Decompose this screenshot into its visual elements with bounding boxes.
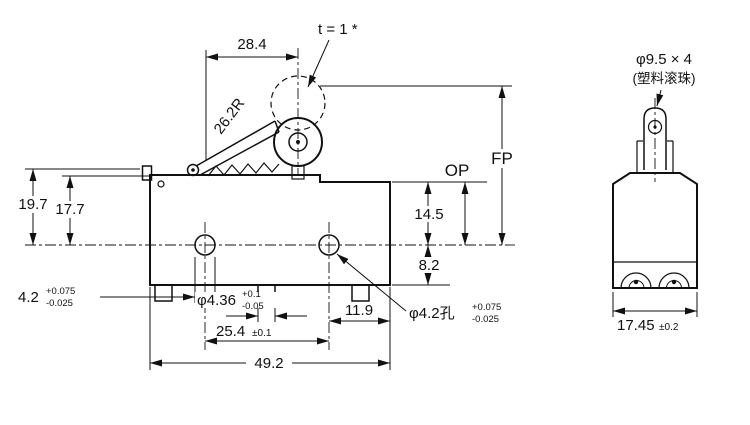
side-roller-pin-center xyxy=(653,125,657,129)
side-roller-pin xyxy=(647,119,663,135)
body-detail-hole xyxy=(157,180,165,188)
dim-19-7-bg xyxy=(11,196,55,213)
side-terminal-dot-left xyxy=(633,279,639,285)
body-left-ear xyxy=(141,165,153,181)
dim-4-2-hole-tol-plus: +0.075 xyxy=(472,302,501,313)
dim-25-4-value: 25.4 xyxy=(216,323,245,340)
dim-14-5-bg xyxy=(409,206,449,222)
dim-4-36-tol-minus: -0.05 xyxy=(242,301,264,312)
dim-28-4: 28.4 xyxy=(237,36,266,53)
dim-4-2-value: 4.2 xyxy=(18,289,39,306)
side-view: φ9.5 × 4 (塑料滚珠) 17.45 ±0.2 xyxy=(612,51,698,334)
leader-t1 xyxy=(307,39,330,88)
dim-8-2: 8.2 xyxy=(419,257,440,274)
dim-17-7-bg xyxy=(48,201,92,218)
side-terminal-dot-right xyxy=(671,279,677,285)
dim-17-7: 17.7 xyxy=(55,201,84,218)
side-terminal-bump-right xyxy=(658,272,690,289)
dim-11-9: 11.9 xyxy=(345,302,373,319)
dim-4-36-value: φ4.36 xyxy=(197,292,236,309)
roller-spec-label: φ9.5 × 4 xyxy=(636,51,692,68)
dim-14-5: 14.5 xyxy=(414,206,443,223)
side-terminal-bump-left xyxy=(620,272,652,289)
dim-8-2-bg xyxy=(412,257,446,273)
roller-pin-circle xyxy=(288,132,308,152)
dim-17-45-value: 17.45 xyxy=(617,317,655,334)
right-mounting-hole xyxy=(318,234,340,256)
leader-roller-label xyxy=(656,89,664,107)
dim-fp-bg xyxy=(486,149,518,168)
lever-upper-edge xyxy=(196,120,276,167)
dim-lever-thickness: t = 1 * xyxy=(318,21,358,38)
roller-pin-center xyxy=(296,140,300,144)
terminal-right xyxy=(351,284,370,302)
dim-4-2-tol-plus: +0.075 xyxy=(46,286,75,297)
dim-4-2-hole-tol-minus: -0.025 xyxy=(472,314,499,325)
dim-op: OP xyxy=(445,161,470,180)
dim-4-2-hole-value: φ4.2孔 xyxy=(409,305,455,322)
side-roller xyxy=(643,107,667,170)
dim-4-36-bg xyxy=(195,292,277,308)
dim-4-2-tol-minus: -0.025 xyxy=(46,298,73,309)
dim-19-7: 19.7 xyxy=(18,196,47,213)
dim-17-45-tol: ±0.2 xyxy=(659,322,679,333)
dim-25-4-tol: ±0.1 xyxy=(252,328,272,339)
dim-fp: FP xyxy=(491,149,513,168)
dim-49-2-bg xyxy=(246,355,292,372)
lever-lower-edge xyxy=(200,131,280,176)
lever-pivot-center xyxy=(191,168,195,172)
lever-end xyxy=(274,120,280,133)
side-body-outline xyxy=(612,172,698,289)
leader-4-2-hole xyxy=(336,253,407,312)
lever-pivot xyxy=(186,163,200,177)
roller-material-label: (塑料滚珠) xyxy=(633,70,696,86)
dim-49-2: 49.2 xyxy=(254,355,283,372)
spring-zigzag xyxy=(207,162,280,177)
roller-free-position-dashed xyxy=(270,75,326,131)
dim-4-36-tol-plus: +0.1 xyxy=(242,289,261,300)
switch-body-outline xyxy=(149,174,391,286)
left-mounting-hole xyxy=(194,234,216,256)
dim-lever-radius: 26.2R xyxy=(211,95,249,137)
front-view: 28.4 t = 1 * 26.2R 19.7 17.7 14.5 8.2 OP xyxy=(11,21,518,372)
roller-circle xyxy=(273,117,323,167)
terminal-left xyxy=(154,284,173,302)
